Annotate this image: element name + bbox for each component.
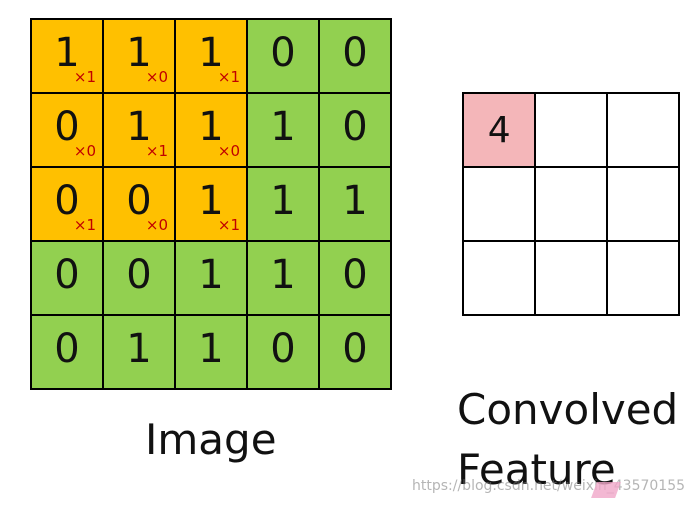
cell-value: 0 bbox=[342, 326, 368, 372]
cell-value: 1 bbox=[198, 104, 224, 150]
cell-value: 0 bbox=[54, 252, 80, 298]
watermark-url: https://blog.csdn.net/weixin_43570155 bbox=[412, 478, 686, 494]
cell-value: 0 bbox=[54, 178, 80, 224]
image-cell: 0 bbox=[318, 240, 392, 316]
image-cell: 0 bbox=[246, 18, 320, 94]
kernel-weight: ×0 bbox=[217, 142, 240, 160]
kernel-cell: 1×0 bbox=[174, 92, 248, 168]
cell-value: 0 bbox=[126, 178, 152, 224]
convolved-feature-grid: 4 bbox=[461, 92, 680, 316]
feature-cell bbox=[534, 92, 609, 168]
kernel-cell: 0×1 bbox=[30, 166, 104, 242]
kernel-cell: 0×0 bbox=[102, 166, 176, 242]
kernel-weight: ×0 bbox=[73, 142, 96, 160]
kernel-weight: ×1 bbox=[217, 216, 240, 234]
image-cell: 1 bbox=[174, 314, 248, 390]
cell-value: 0 bbox=[54, 104, 80, 150]
image-cell: 0 bbox=[318, 314, 392, 390]
kernel-cell: 0×0 bbox=[30, 92, 104, 168]
feature-cell bbox=[534, 166, 609, 242]
cell-value: 1 bbox=[126, 326, 152, 372]
kernel-weight: ×1 bbox=[217, 68, 240, 86]
image-cell: 1 bbox=[246, 92, 320, 168]
feature-cell: 4 bbox=[461, 92, 537, 168]
cell-value: 0 bbox=[342, 252, 368, 298]
feature-cell bbox=[606, 166, 680, 242]
image-cell: 0 bbox=[30, 314, 104, 390]
image-cell: 1 bbox=[102, 314, 176, 390]
image-cell: 0 bbox=[246, 314, 320, 390]
image-cell: 1 bbox=[246, 240, 320, 316]
image-cell: 0 bbox=[30, 240, 104, 316]
cell-value: 1 bbox=[270, 252, 296, 298]
feature-cell bbox=[606, 92, 680, 168]
cell-value: 0 bbox=[342, 30, 368, 76]
cell-value: 1 bbox=[342, 178, 368, 224]
image-cell: 1 bbox=[318, 166, 392, 242]
kernel-cell: 1×1 bbox=[102, 92, 176, 168]
kernel-cell: 1×1 bbox=[174, 18, 248, 94]
image-cell: 0 bbox=[318, 18, 392, 94]
cell-value: 1 bbox=[198, 178, 224, 224]
cell-value: 0 bbox=[270, 30, 296, 76]
cell-value: 0 bbox=[126, 252, 152, 298]
feature-grid-row bbox=[461, 240, 680, 316]
kernel-weight: ×0 bbox=[145, 68, 168, 86]
cell-value: 0 bbox=[54, 326, 80, 372]
cell-value: 1 bbox=[126, 104, 152, 150]
kernel-weight: ×1 bbox=[145, 142, 168, 160]
cell-value: 0 bbox=[342, 104, 368, 150]
kernel-weight: ×0 bbox=[145, 216, 168, 234]
feature-cell bbox=[534, 240, 609, 316]
cell-value: 0 bbox=[270, 326, 296, 372]
feature-grid-row: 4 bbox=[461, 92, 680, 168]
cell-value: 1 bbox=[126, 30, 152, 76]
cell-value: 1 bbox=[54, 30, 80, 76]
feature-cell bbox=[461, 240, 537, 316]
image-cell: 1 bbox=[246, 166, 320, 242]
kernel-cell: 1×1 bbox=[30, 18, 104, 94]
image-cell: 0 bbox=[102, 240, 176, 316]
convolved-feature-caption: Convolved Feature bbox=[457, 385, 679, 494]
feature-cell bbox=[461, 166, 537, 242]
image-cell: 0 bbox=[318, 92, 392, 168]
feature-cell bbox=[606, 240, 680, 316]
cell-value: 1 bbox=[198, 252, 224, 298]
cell-value: 1 bbox=[198, 30, 224, 76]
kernel-cell: 1×1 bbox=[174, 166, 248, 242]
image-cell: 1 bbox=[174, 240, 248, 316]
cell-value: 1 bbox=[198, 326, 224, 372]
cell-value: 1 bbox=[270, 178, 296, 224]
kernel-weight: ×1 bbox=[73, 216, 96, 234]
kernel-cell: 1×0 bbox=[102, 18, 176, 94]
feature-grid-row bbox=[461, 166, 680, 242]
image-caption: Image bbox=[145, 415, 277, 464]
cell-value: 1 bbox=[270, 104, 296, 150]
kernel-weight: ×1 bbox=[73, 68, 96, 86]
